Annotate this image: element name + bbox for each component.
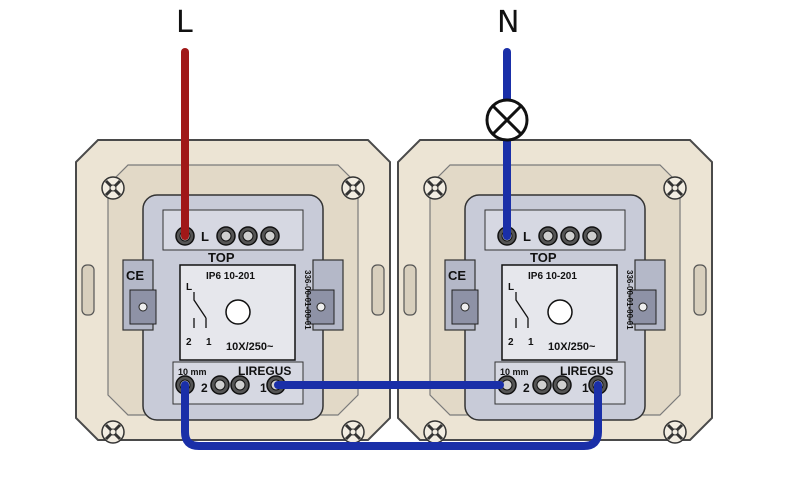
- terminal-screw-icon: [538, 226, 558, 246]
- terminal-screw-icon: [552, 375, 572, 395]
- neutral-label: N: [497, 5, 519, 40]
- terminal-screw-icon: [238, 226, 258, 246]
- brand-label: LIREGUS: [560, 364, 613, 378]
- ce-mark: CE: [126, 268, 144, 283]
- terminal-L-label: L: [201, 229, 209, 244]
- mounting-screw-icon: [662, 419, 688, 445]
- top-label: TOP: [208, 250, 235, 265]
- mounting-screw-icon: [340, 419, 366, 445]
- top-label: TOP: [530, 250, 557, 265]
- terminal-screw-icon: [260, 226, 280, 246]
- mounting-screw-icon: [662, 175, 688, 201]
- side-code: 336-00-01-00-01: [625, 270, 634, 330]
- diagram-1: 1: [528, 337, 534, 348]
- strip-length-label: 10 mm: [178, 367, 207, 377]
- brand-label: LIREGUS: [238, 364, 291, 378]
- diagram-2: 2: [186, 337, 192, 348]
- terminal-2-label: 2: [201, 381, 208, 395]
- side-code: 336-00-01-00-01: [303, 270, 312, 330]
- terminal-screw-icon: [532, 375, 552, 395]
- terminal-2-label: 2: [523, 381, 530, 395]
- switch-left: CE L TOP IP6 10-201 L 2 1 10X/250~ 336-0…: [75, 139, 391, 445]
- mounting-screw-icon: [422, 419, 448, 445]
- mounting-screw-icon: [100, 175, 126, 201]
- model-label: IP6 10-201: [528, 271, 577, 282]
- terminal-screw-icon: [582, 226, 602, 246]
- terminal-screw-icon: [210, 375, 230, 395]
- ce-mark: CE: [448, 268, 466, 283]
- terminal-L-label: L: [523, 229, 531, 244]
- terminal-screw-icon: [216, 226, 236, 246]
- strip-length-label: 10 mm: [500, 367, 529, 377]
- mounting-screw-icon: [100, 419, 126, 445]
- pivot-hole: [225, 299, 251, 325]
- terminal-screw-icon: [560, 226, 580, 246]
- switch-right: CE L TOP IP6 10-201 L 2 1 10X/250~ 336-0…: [397, 139, 713, 445]
- diagram-2: 2: [508, 337, 514, 348]
- diagram-L: L: [186, 282, 192, 293]
- lamp-icon: [485, 98, 529, 142]
- traveller-wire-lower: [181, 381, 602, 450]
- switch-symbol-icon: [515, 292, 529, 328]
- rating-label: 10X/250~: [548, 341, 596, 353]
- terminal-1-label: 1: [582, 381, 589, 395]
- switch-symbol-icon: [193, 292, 207, 328]
- pivot-hole: [547, 299, 573, 325]
- terminal-1-label: 1: [260, 381, 267, 395]
- model-label: IP6 10-201: [206, 271, 255, 282]
- terminal-screw-icon: [230, 375, 250, 395]
- mounting-screw-icon: [422, 175, 448, 201]
- rating-label: 10X/250~: [226, 341, 274, 353]
- diagram-1: 1: [206, 337, 212, 348]
- diagram-L: L: [508, 282, 514, 293]
- mounting-screw-icon: [340, 175, 366, 201]
- live-label: L: [176, 5, 193, 40]
